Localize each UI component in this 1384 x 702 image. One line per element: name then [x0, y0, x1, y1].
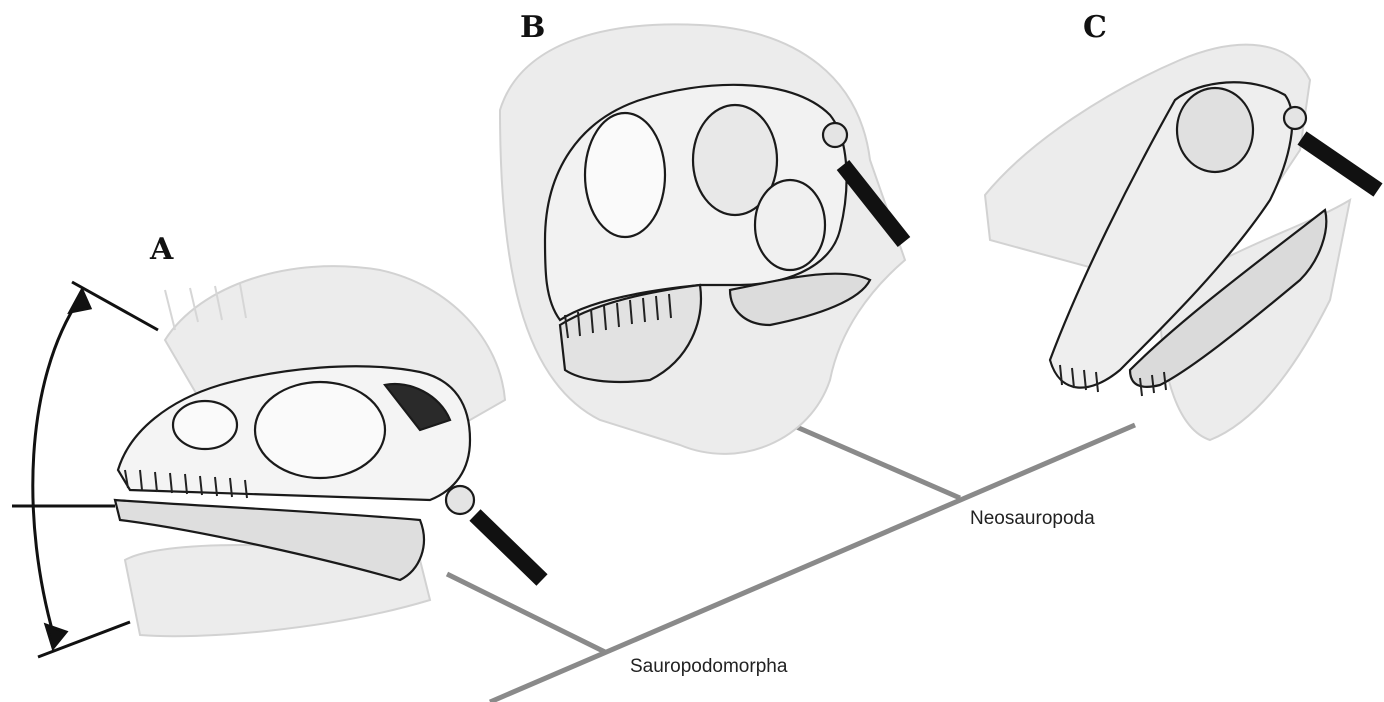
panel-label-b: B [520, 10, 545, 45]
skull-a [12, 266, 542, 657]
tree-branch-b [792, 425, 960, 498]
skull-a-neck-bar [475, 515, 542, 580]
phylogeny-tree [447, 425, 1135, 702]
tree-root-branch [490, 425, 1135, 702]
panel-label-c: C [1083, 10, 1107, 45]
skull-c [985, 45, 1378, 440]
tree-branch-a [447, 574, 605, 652]
panel-label-a: A [150, 232, 173, 267]
skull-c-neck-bar [1302, 138, 1378, 190]
clade-label-sauropodomorpha: Sauropodomorpha [630, 656, 787, 678]
skull-b [500, 24, 905, 453]
clade-label-neosauropoda: Neosauropoda [970, 508, 1095, 530]
